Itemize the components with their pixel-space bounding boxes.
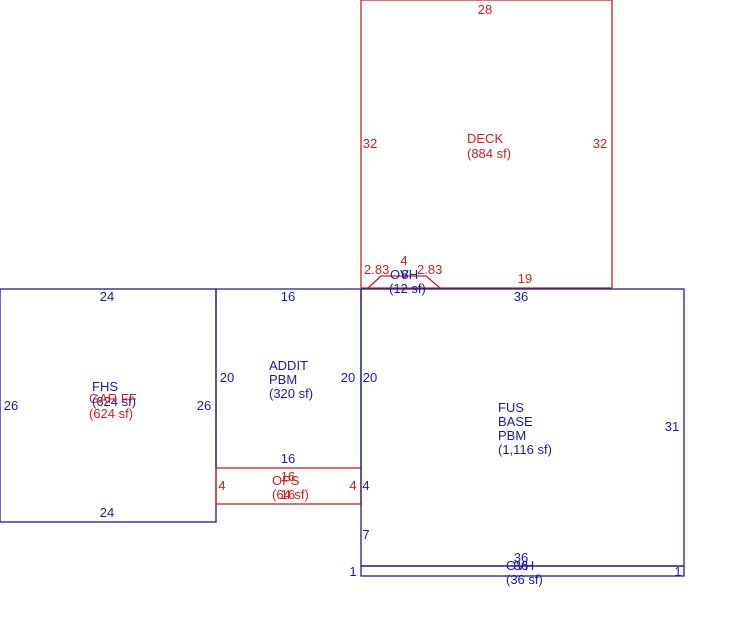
ovh-bottom-overlap-dim: 36 xyxy=(514,558,528,573)
deck-label: DECK xyxy=(467,131,503,146)
ops-overlap-dim: 16 xyxy=(281,487,295,502)
ovh-bottom-dim-right: 1 xyxy=(674,564,681,579)
deck-dim-right: 32 xyxy=(593,136,607,151)
fus-dim-left-a: 20 xyxy=(363,370,377,385)
garage-label: GAR FF xyxy=(89,391,137,406)
addit-area: 16 20 20 ADDIT PBM (320 sf) 16 xyxy=(215,288,362,468)
fus-dim-top: 36 xyxy=(514,289,528,304)
ovh-bottom-area: 36 1 1 OVH 36 (36 sf) xyxy=(349,550,685,587)
addit-label1: ADDIT xyxy=(269,358,308,373)
ovh-dim-angle-right: 2.83 xyxy=(417,262,442,277)
deck-area: 28 32 32 DECK (884 sf) 19 xyxy=(360,0,613,288)
addit-label2: PBM xyxy=(269,372,297,387)
fus-area-text: (1,116 sf) xyxy=(498,442,552,457)
ovh-bottom-area-text: (36 sf) xyxy=(506,572,543,587)
deck-area-text: (884 sf) xyxy=(467,146,511,161)
fhs-area: 24 24 26 26 FHS (624 sf) GAR FF (624 sf) xyxy=(0,288,217,523)
ovh-dim-angle-top: 4 xyxy=(400,253,407,268)
fhs-dim-left: 26 xyxy=(4,398,18,413)
deck-dim-left: 32 xyxy=(363,136,377,151)
ovh-bottom-outline xyxy=(360,565,685,577)
fus-dim-left-c: 7 xyxy=(362,527,369,542)
ops-area-text: (64 sf) xyxy=(272,487,309,502)
fus-label2: BASE xyxy=(498,414,533,429)
garage-area-text: (624 sf) xyxy=(89,406,133,421)
fhs-dim-bottom: 24 xyxy=(100,505,114,520)
fhs-label: FHS xyxy=(92,379,118,394)
addit-dim-left: 20 xyxy=(220,370,234,385)
addit-dim-right: 20 xyxy=(341,370,355,385)
ops-dim-top: 16 xyxy=(281,469,295,484)
deck-dim-bottom: 19 xyxy=(518,271,532,286)
addit-dim-bottom: 16 xyxy=(281,451,295,466)
ovh-top-outline xyxy=(367,275,441,289)
ovh-dim-angle-left: 2.83 xyxy=(364,262,389,277)
ops-dim-right: 4 xyxy=(349,478,356,493)
deck-dim-top: 28 xyxy=(478,2,492,17)
ovh-top-dim: 8 xyxy=(401,267,408,282)
fus-label1: FUS xyxy=(498,400,524,415)
ovh-bottom-label: OVH xyxy=(506,558,534,573)
ops-area: 16 4 4 OPS (64 sf) 16 xyxy=(215,467,362,505)
deck-outline xyxy=(360,0,613,288)
fhs-area-text: (624 sf) xyxy=(92,394,136,409)
fus-area: 36 31 20 4 7 FUS BASE PBM (1,116 sf) xyxy=(360,288,685,567)
ops-dim-left: 4 xyxy=(218,478,225,493)
fhs-dim-top: 24 xyxy=(100,289,114,304)
fus-dim-right: 31 xyxy=(665,419,679,434)
ops-label: OPS xyxy=(272,473,300,488)
ovh-bottom-dim-top: 36 xyxy=(514,550,528,565)
addit-dim-top: 16 xyxy=(281,289,295,304)
fhs-dim-right: 26 xyxy=(197,398,211,413)
fus-label3: PBM xyxy=(498,428,526,443)
fus-dim-left-b: 4 xyxy=(362,478,369,493)
ovh-top-label: OVH xyxy=(390,267,418,282)
ovh-bottom-dim-left: 1 xyxy=(349,564,356,579)
addit-area-text: (320 sf) xyxy=(269,386,313,401)
